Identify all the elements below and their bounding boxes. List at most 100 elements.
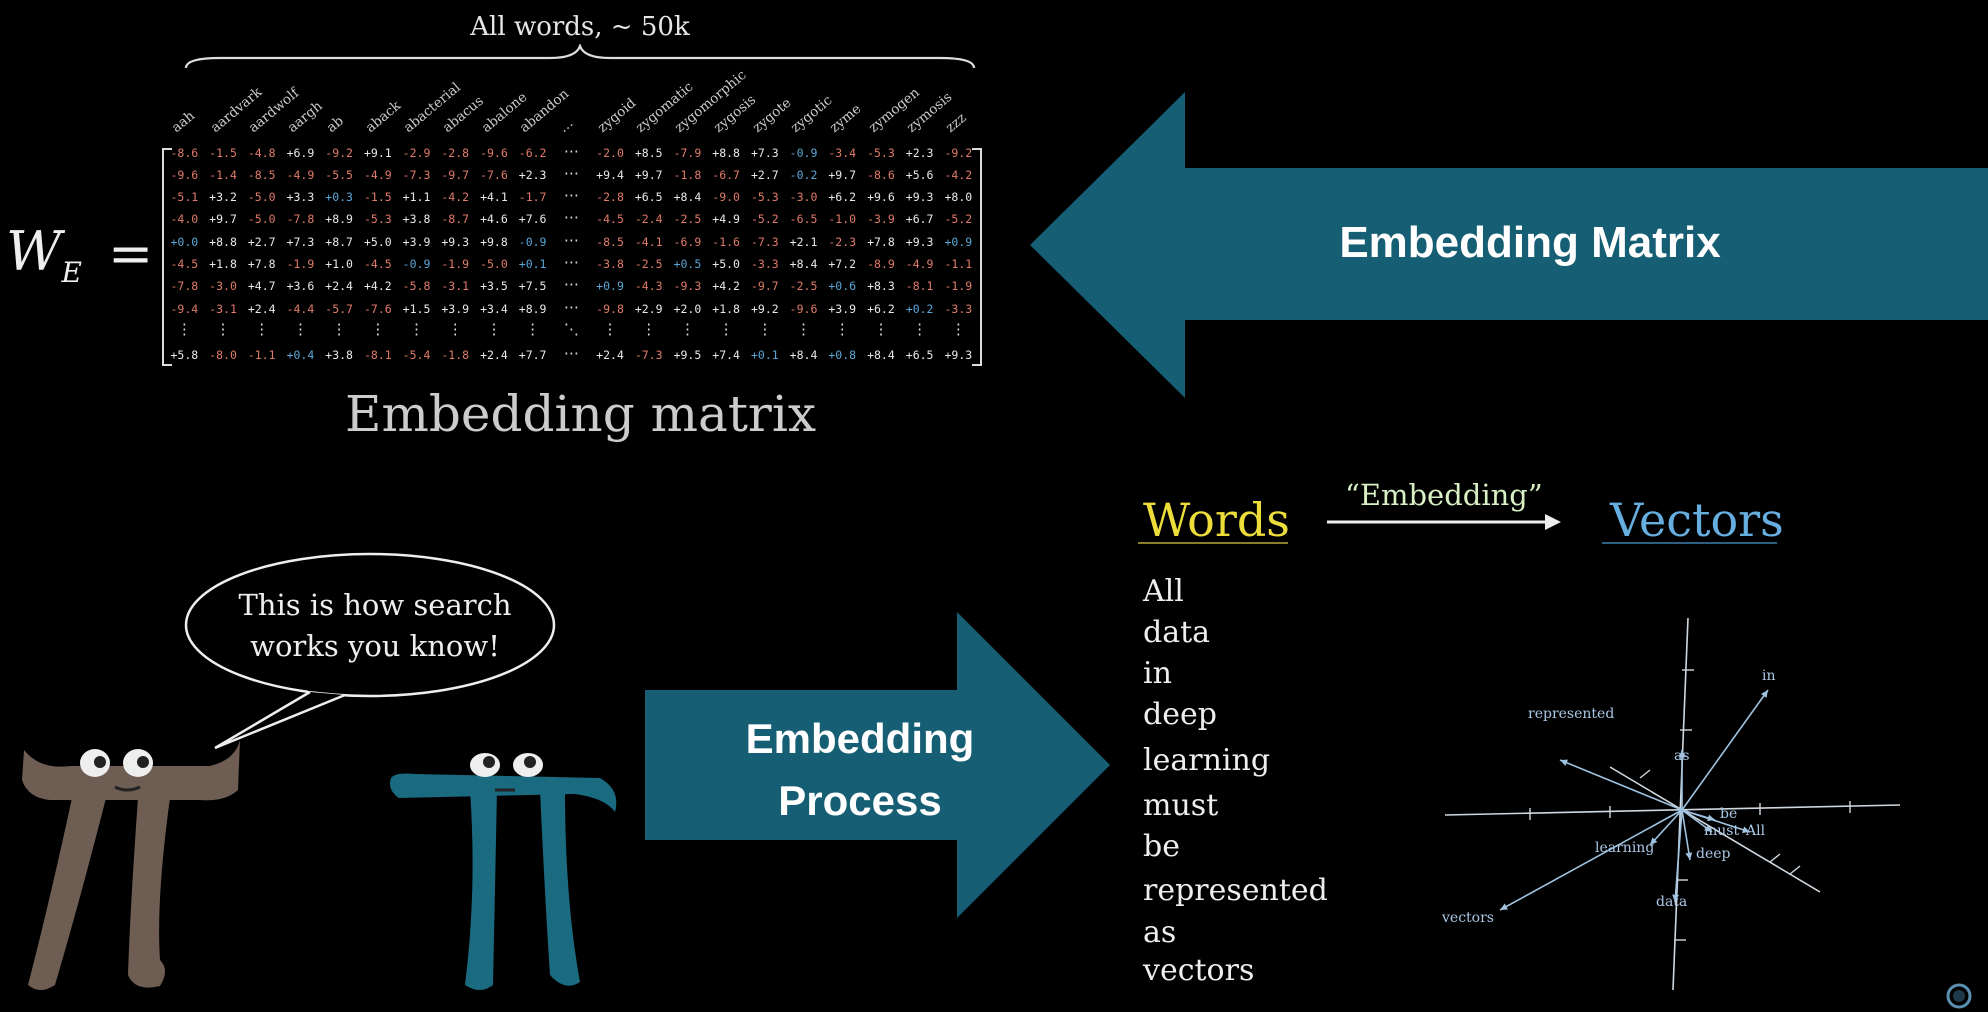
matrix-cell: +1.5 bbox=[402, 302, 431, 316]
ellipsis-cell: ⋯ bbox=[563, 208, 579, 226]
matrix-cell: -3.8 bbox=[596, 257, 624, 271]
matrix-cell: -9.7 bbox=[441, 168, 470, 182]
matrix-cell: -1.0 bbox=[828, 212, 857, 226]
word-item: be bbox=[1143, 829, 1180, 864]
matrix-cell: -2.8 bbox=[596, 190, 624, 204]
matrix-cell: -5.0 bbox=[247, 212, 276, 226]
matrix-cell: -4.8 bbox=[247, 146, 276, 160]
matrix-cell: +9.4 bbox=[596, 168, 624, 182]
ellipsis-cell: ⋮ bbox=[254, 320, 270, 338]
matrix-cell: -5.4 bbox=[402, 348, 431, 362]
matrix-cell: -4.9 bbox=[905, 257, 934, 271]
ellipsis-cell: ⋯ bbox=[563, 164, 579, 182]
matrix-cell: -7.3 bbox=[750, 235, 779, 249]
embedding-matrix-arrow-label: Embedding Matrix bbox=[1339, 218, 1721, 267]
speech-bubble bbox=[184, 552, 556, 750]
matrix-cell: +3.4 bbox=[480, 302, 508, 316]
ellipsis-cell: ⋯ bbox=[563, 142, 579, 160]
matrix-cell: -8.5 bbox=[596, 235, 624, 249]
ellipsis-cell: ⋱ bbox=[563, 320, 579, 338]
speech-text: This is how search works you know! bbox=[205, 585, 545, 667]
matrix-cell: +3.8 bbox=[325, 348, 353, 362]
matrix-cell: -1.5 bbox=[209, 146, 237, 160]
matrix-cell: -3.3 bbox=[944, 302, 973, 316]
matrix-cell: +7.8 bbox=[247, 257, 276, 271]
matrix-cell: +1.8 bbox=[209, 257, 237, 271]
matrix-cell: -1.8 bbox=[673, 168, 702, 182]
matrix-cell: +2.4 bbox=[325, 279, 353, 293]
plot-axis-horizontal bbox=[1444, 804, 1901, 816]
matrix-cell: -7.8 bbox=[286, 212, 315, 226]
matrix-cell: +9.8 bbox=[480, 235, 508, 249]
matrix-cell: +4.9 bbox=[712, 212, 740, 226]
matrix-cell: -1.5 bbox=[363, 190, 392, 204]
process-label-line-1: Embedding bbox=[745, 715, 975, 762]
matrix-cell: -2.5 bbox=[634, 257, 663, 271]
matrix-cell: -7.3 bbox=[634, 348, 663, 362]
matrix-cell: -5.5 bbox=[325, 168, 353, 182]
vector-label: deep bbox=[1696, 846, 1731, 862]
matrix-right-bracket bbox=[972, 148, 982, 366]
matrix-cell: +8.8 bbox=[712, 146, 740, 160]
matrix-cell: -0.9 bbox=[518, 235, 547, 249]
vector-label: as bbox=[1674, 748, 1690, 764]
matrix-cell: -0.9 bbox=[789, 146, 818, 160]
matrix-cell: +9.7 bbox=[828, 168, 857, 182]
vector-line bbox=[1674, 809, 1683, 903]
matrix-cell: -9.8 bbox=[596, 302, 624, 316]
matrix-cell: -1.9 bbox=[441, 257, 470, 271]
ellipsis-cell: ⋮ bbox=[447, 320, 463, 338]
ellipsis-cell: ⋮ bbox=[525, 320, 541, 338]
matrix-cell: +9.3 bbox=[905, 235, 934, 249]
matrix-cell: -1.9 bbox=[286, 257, 315, 271]
vector-line bbox=[1649, 809, 1683, 846]
word-item: vectors bbox=[1143, 953, 1255, 988]
matrix-cell: -3.9 bbox=[867, 212, 895, 226]
matrix-cell: +0.6 bbox=[828, 279, 857, 293]
ellipsis-cell: ⋯ bbox=[563, 231, 579, 249]
pi-character-brown bbox=[22, 740, 240, 990]
column-header: ab bbox=[323, 113, 347, 136]
matrix-cell: -3.0 bbox=[789, 190, 818, 204]
ellipsis-cell: ⋮ bbox=[757, 320, 773, 338]
matrix-cell: +6.2 bbox=[828, 190, 857, 204]
vector-label: All bbox=[1745, 823, 1766, 839]
ellipsis-cell: ⋯ bbox=[563, 253, 579, 271]
matrix-cell: +0.9 bbox=[596, 279, 624, 293]
matrix-cell: +2.4 bbox=[247, 302, 276, 316]
matrix-cell: +3.9 bbox=[402, 235, 431, 249]
matrix-cell: +1.8 bbox=[712, 302, 740, 316]
ellipsis-cell: ⋮ bbox=[409, 320, 425, 338]
ellipsis-cell: ⋮ bbox=[370, 320, 386, 338]
matrix-cell: -5.8 bbox=[402, 279, 431, 293]
matrix-cell: -1.4 bbox=[209, 168, 237, 182]
ellipsis-cell: ⋮ bbox=[834, 320, 850, 338]
words-underline bbox=[1138, 542, 1288, 544]
matrix-cell: +3.3 bbox=[286, 190, 315, 204]
matrix-cell: +6.5 bbox=[634, 190, 663, 204]
matrix-cell: -3.1 bbox=[209, 302, 237, 316]
matrix-cell: +2.3 bbox=[518, 168, 547, 182]
matrix-cell: -2.8 bbox=[441, 146, 470, 160]
matrix-symbol: WE bbox=[6, 220, 82, 289]
matrix-cell: -4.3 bbox=[634, 279, 663, 293]
matrix-cell: -4.9 bbox=[286, 168, 315, 182]
matrix-cell: +9.7 bbox=[209, 212, 237, 226]
matrix-cell: +9.2 bbox=[750, 302, 779, 316]
ellipsis-cell: ⋮ bbox=[176, 320, 192, 338]
vector-arrowhead bbox=[1560, 759, 1568, 766]
column-header: zygotic bbox=[787, 92, 836, 136]
matrix-cell: -5.1 bbox=[170, 190, 199, 204]
column-header: zzz bbox=[942, 110, 970, 136]
matrix-cell: -1.9 bbox=[944, 279, 973, 293]
matrix-cell: -9.7 bbox=[750, 279, 779, 293]
embedding-arrow-label: “Embedding” bbox=[1345, 478, 1543, 512]
matrix-cell: +8.5 bbox=[634, 146, 663, 160]
ellipsis-cell: ⋮ bbox=[215, 320, 231, 338]
matrix-cell: +4.1 bbox=[480, 190, 508, 204]
matrix-cell: +3.9 bbox=[828, 302, 857, 316]
matrix-cell: +8.0 bbox=[944, 190, 973, 204]
matrix-cell: +7.7 bbox=[518, 348, 547, 362]
matrix-cell: -1.8 bbox=[441, 348, 470, 362]
matrix-cell: -9.2 bbox=[944, 146, 973, 160]
